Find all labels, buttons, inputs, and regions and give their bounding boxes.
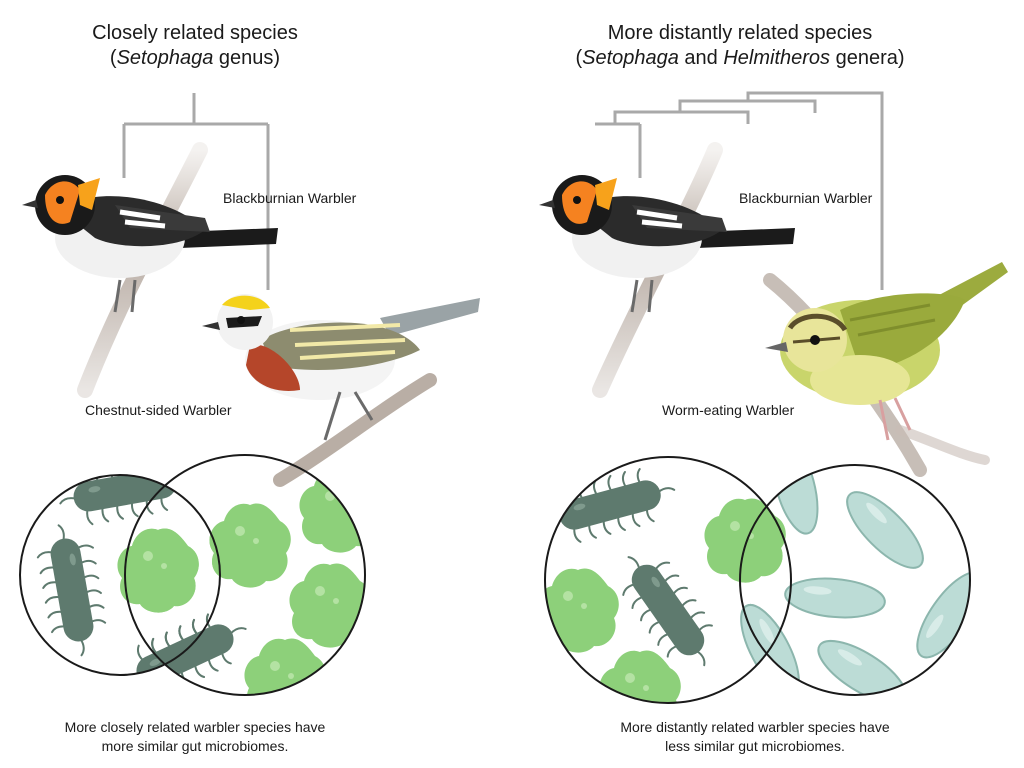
- left-panel-title: Closely related species (Setophaga genus…: [45, 21, 345, 71]
- left-title-post: genus): [213, 47, 281, 69]
- left-caption-line1: More closely related warbler species hav…: [64, 719, 326, 735]
- worm-eating-warbler: [765, 262, 1008, 441]
- left-label-blackburnian: Blackburnian Warbler: [223, 190, 357, 206]
- blackburnian-warbler-left: [22, 175, 278, 313]
- right-caption-line1: More distantly related warbler species h…: [620, 719, 890, 735]
- right-microbiome-venn: [544, 456, 971, 704]
- right-title-genus1: Setophaga: [582, 47, 679, 69]
- chestnut-sided-warbler: [202, 294, 480, 441]
- right-title-genus2: Helmitheros: [723, 47, 831, 69]
- left-microbiome-venn: [19, 454, 366, 696]
- right-title-pre: (: [575, 47, 583, 69]
- right-panel-title: More distantly related species (Setophag…: [540, 21, 940, 71]
- left-title-line2: (Setophaga genus): [45, 46, 345, 71]
- right-title-post: genera): [830, 47, 905, 69]
- left-label-chestnut-sided: Chestnut-sided Warbler: [85, 402, 232, 418]
- right-title-line2: (Setophaga and Helmitheros genera): [540, 46, 940, 71]
- right-phylogeny-tree: [595, 91, 884, 290]
- left-title-pre: (: [109, 47, 117, 69]
- left-title-genus: Setophaga: [116, 47, 214, 69]
- right-label-worm-eating: Worm-eating Warbler: [662, 402, 795, 418]
- left-caption-line2: more similar gut microbiomes.: [101, 738, 289, 754]
- right-label-blackburnian: Blackburnian Warbler: [739, 190, 873, 206]
- left-caption: More closely related warbler species hav…: [20, 718, 370, 756]
- right-title-and: and: [678, 47, 724, 69]
- left-title-line1: Closely related species: [92, 22, 298, 44]
- right-caption: More distantly related warbler species h…: [575, 718, 935, 756]
- left-phylogeny-tree: [122, 93, 270, 290]
- right-title-line1: More distantly related species: [607, 22, 873, 44]
- blackburnian-warbler-right: [539, 175, 795, 313]
- right-caption-line2: less similar gut microbiomes.: [665, 738, 845, 754]
